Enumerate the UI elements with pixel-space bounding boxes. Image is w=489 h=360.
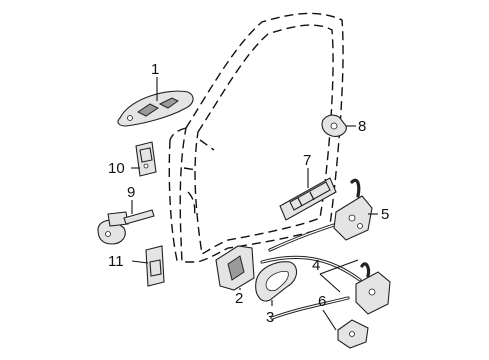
part-9-door-check [97, 209, 155, 245]
callout-5: 5 [381, 206, 389, 223]
callout-8: 8 [358, 118, 366, 135]
part-3-handle-bezel [255, 261, 298, 302]
callout-2: 2 [235, 290, 243, 307]
callout-9: 9 [127, 184, 135, 201]
part-2-inside-handle [215, 245, 255, 291]
part-7-handle-bracket [279, 177, 337, 221]
callout-3: 3 [266, 309, 274, 326]
callout-7: 7 [303, 152, 311, 169]
door-outline [168, 12, 344, 266]
part-4-lower-latch [260, 255, 391, 320]
part-11-lower-hinge [145, 245, 165, 287]
callout-6: 6 [318, 293, 326, 310]
part-1-outside-handle [117, 90, 194, 127]
part-8-striker [321, 114, 347, 137]
part-10-upper-hinge [135, 141, 157, 177]
part-5-upper-latch [268, 178, 373, 252]
callout-4: 4 [312, 257, 320, 274]
callout-11: 11 [108, 253, 124, 270]
callout-10: 10 [108, 160, 125, 177]
part-6-lock-actuator [337, 319, 369, 349]
callout-1: 1 [151, 61, 159, 78]
